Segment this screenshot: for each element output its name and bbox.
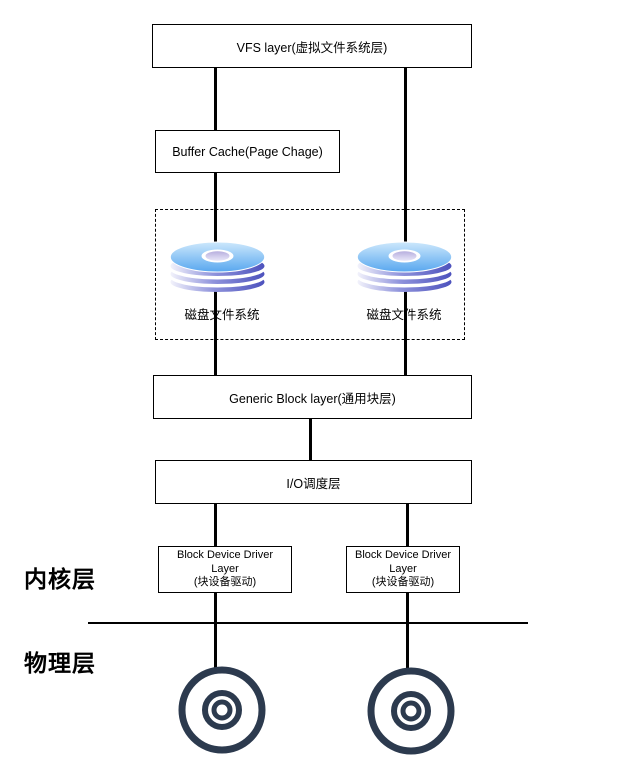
disk-stack-icon-right [356,241,453,293]
driver-box-right-line1: Block Device Driver [355,548,451,561]
vfs-layer-label: VFS layer(虚拟文件系统层) [236,40,388,55]
connector-driver-disk-left [214,593,217,670]
generic-block-layer-box: Generic Block layer(通用块层) [153,375,472,419]
disk-filesystems-group [155,209,465,340]
driver-box-left-line3: (块设备驱动) [193,576,257,589]
kernel-layer-label: 内核层 [24,566,96,592]
disk-filesystem-label-left: 磁盘文件系统 [184,308,260,322]
io-scheduler-box: I/O调度层 [155,460,472,504]
connector-vfs-buffer [214,68,217,130]
buffer-cache-label: Buffer Cache(Page Chage) [172,144,323,159]
connector-driver-disk-right [406,593,409,671]
driver-box-left-line1: Block Device Driver [177,548,273,561]
cd-disk-icon-right [367,667,455,755]
connector-generic-io [309,419,312,460]
driver-box-right-line2: Layer [389,562,417,575]
block-device-driver-box-right: Block Device Driver Layer (块设备驱动) [346,546,460,593]
driver-box-left-line2: Layer [211,562,239,575]
io-scheduler-label: I/O调度层 [286,476,341,491]
connector-io-driver-left [214,504,217,546]
connector-vfs-generic-right [404,68,407,375]
vfs-layer-box: VFS layer(虚拟文件系统层) [152,24,472,68]
cd-disk-icon-left [178,666,266,754]
buffer-cache-box: Buffer Cache(Page Chage) [155,130,340,173]
driver-box-right-line3: (块设备驱动) [371,576,435,589]
physical-layer-label: 物理层 [24,650,96,676]
kernel-physical-separator [88,622,528,624]
disk-filesystem-label-right: 磁盘文件系统 [366,308,442,322]
connector-io-driver-right [406,504,409,546]
disk-stack-icon-left [169,241,266,293]
block-device-driver-box-left: Block Device Driver Layer (块设备驱动) [158,546,292,593]
generic-block-layer-label: Generic Block layer(通用块层) [229,391,396,406]
